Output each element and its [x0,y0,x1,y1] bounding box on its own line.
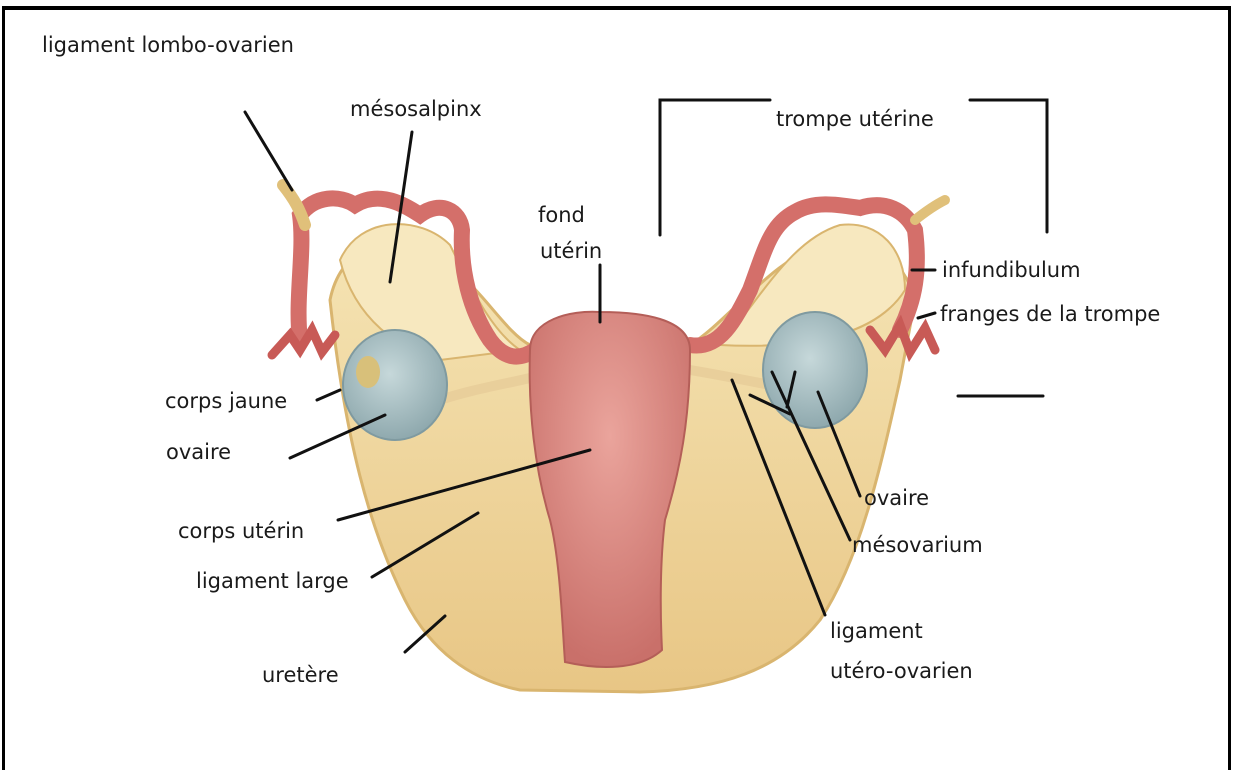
bracket-trompe [660,100,770,235]
ovary-right [763,312,867,428]
label-mesosalpinx: mésosalpinx [350,97,482,121]
label-lig-uo-2: utéro-ovarien [830,659,973,683]
label-ovaire-right: ovaire [864,486,929,510]
leader-lombo-ovarien [245,112,292,190]
label-infundibulum: infundibulum [942,258,1081,282]
label-ligament-large: ligament large [196,569,349,593]
leader-corps-jaune [317,390,340,400]
leader-franges [918,313,935,318]
ovary-left [343,330,447,440]
label-trompe-uterine: trompe utérine [776,107,934,131]
label-uterin-top: utérin [540,239,602,263]
label-corps-jaune: corps jaune [165,389,287,413]
bracket-trompe-right [970,100,1047,232]
label-ligament-lombo-ovarien: ligament lombo-ovarien [42,33,294,57]
suspensory-ligament-right [915,200,945,220]
corpus-luteum [356,356,380,388]
label-ovaire-left: ovaire [166,440,231,464]
label-corps-uterin: corps utérin [178,519,304,543]
label-uretere: uretère [262,663,339,687]
label-lig-uo-1: ligament [830,619,923,643]
label-mesovarium: mésovarium [852,533,983,557]
label-franges: franges de la trompe [940,302,1160,326]
label-fond: fond [538,203,585,227]
